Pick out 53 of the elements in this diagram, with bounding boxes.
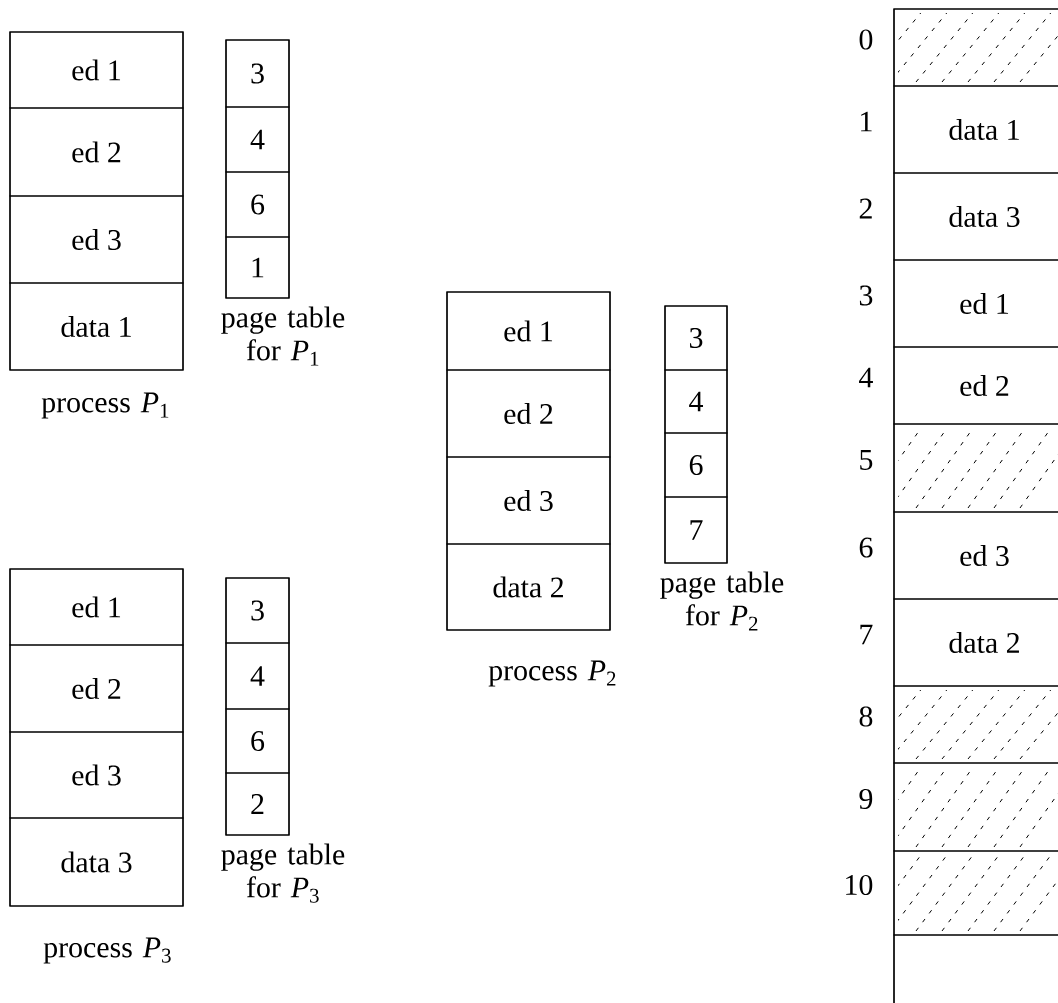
table-cell: 4 (664, 369, 728, 434)
page-cell: data 2 (446, 543, 611, 631)
frame-number: 2 (859, 198, 872, 219)
page-cell: ed 1 (9, 31, 184, 109)
frame-cell: data 3 (893, 172, 1058, 261)
frame-cell: data 2 (893, 598, 1058, 687)
node-label: page table for P$_{1}$ (221, 306, 345, 366)
frame-number: 10 (846, 874, 873, 896)
table-cell: 4 (225, 106, 290, 173)
page-cell: data 3 (9, 817, 184, 907)
table-cell: 2 (225, 772, 290, 836)
frame-number: 5 (860, 450, 873, 470)
empty-frame (893, 934, 1058, 1003)
frame-number: 9 (859, 788, 873, 810)
frame-number: 1 (861, 111, 872, 132)
frame-number: 6 (859, 537, 873, 558)
frame-number: 7 (860, 624, 873, 645)
page-cell: ed 2 (446, 369, 611, 458)
page-cell: ed 3 (9, 195, 184, 284)
frame-cell: ed 2 (893, 346, 1058, 425)
page-cell: ed 2 (9, 644, 184, 733)
page-cell: ed 3 (446, 456, 611, 545)
table-cell: 1 (225, 236, 290, 299)
table-cell: 6 (664, 432, 728, 498)
frame-cell: ed 1 (893, 259, 1058, 348)
frame-number: 3 (859, 285, 873, 306)
frame-number: 4 (859, 367, 873, 388)
page-cell: ed 3 (9, 731, 184, 819)
table-cell: 6 (225, 171, 290, 238)
node-label: page table for P$_{2}$ (660, 571, 784, 631)
table-cell: 6 (225, 708, 290, 774)
empty-frame (893, 685, 1058, 764)
frame-number: 0 (859, 29, 873, 50)
empty-frame (893, 423, 1058, 513)
page-cell: ed 1 (9, 568, 184, 646)
node-label: process P$_{1}$ (41, 392, 169, 419)
empty-frame (893, 850, 1058, 936)
frame-number: 8 (859, 706, 873, 727)
frame-cell: ed 3 (893, 511, 1058, 600)
table-cell: 3 (225, 577, 290, 644)
empty-frame (893, 762, 1058, 852)
node-label: process P$_{2}$ (488, 660, 616, 687)
page-cell: ed 2 (9, 107, 184, 197)
empty-frame (893, 8, 1058, 87)
table-cell: 4 (225, 642, 290, 710)
frame-cell: data 1 (893, 85, 1058, 174)
node-label: page table for P$_{3}$ (221, 843, 345, 903)
table-cell: 7 (664, 496, 728, 564)
page-cell: ed 1 (446, 291, 611, 371)
node-label: process P$_{3}$ (43, 937, 171, 964)
table-cell: 3 (664, 305, 728, 371)
page-cell: data 1 (9, 282, 184, 371)
table-cell: 3 (225, 39, 290, 108)
